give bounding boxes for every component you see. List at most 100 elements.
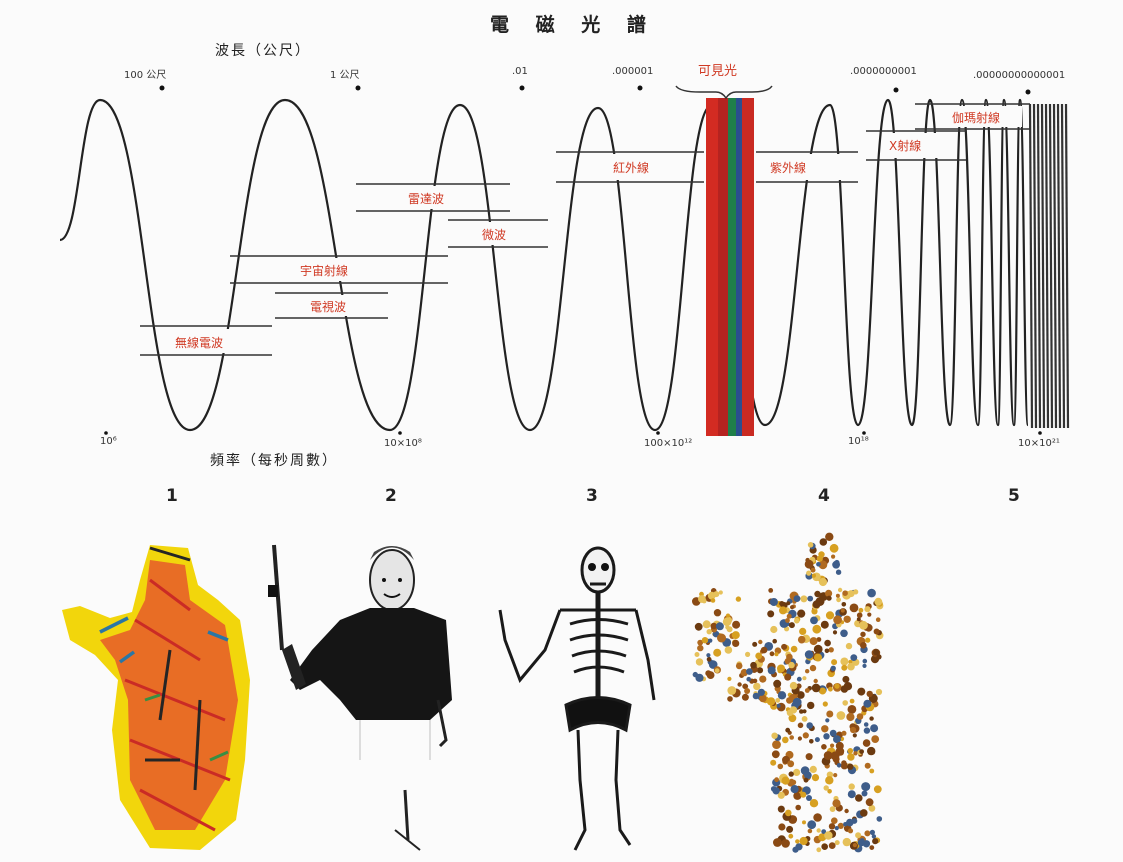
- uv-dot: [812, 684, 821, 693]
- uv-dot: [853, 733, 857, 737]
- uv-dot: [821, 744, 827, 750]
- uv-dot: [727, 686, 736, 695]
- panel-number-1: 1: [166, 486, 178, 506]
- uv-dot: [713, 649, 721, 657]
- visible-stripe: [742, 98, 754, 436]
- uv-dot: [753, 693, 760, 700]
- uv-dot: [797, 677, 802, 682]
- uv-dot: [807, 702, 814, 709]
- uv-dot: [696, 658, 703, 665]
- uv-dot: [848, 790, 856, 798]
- visible-stripe: [736, 98, 742, 436]
- uv-dot: [777, 665, 785, 673]
- uv-dot: [853, 843, 857, 847]
- uv-dot: [860, 632, 865, 637]
- uv-dot: [847, 663, 855, 671]
- uv-dot: [842, 676, 849, 683]
- uv-dot: [802, 716, 808, 722]
- uv-dot: [864, 606, 870, 612]
- panel-number-4: 4: [818, 486, 830, 506]
- uv-dot: [778, 823, 785, 830]
- uv-dot: [848, 828, 853, 833]
- uv-dot: [827, 596, 832, 601]
- uv-dot: [725, 646, 733, 654]
- uv-dot: [772, 750, 780, 758]
- gamma-stripe: [1050, 104, 1052, 428]
- uv-dot: [873, 649, 879, 655]
- uv-dot: [824, 640, 831, 647]
- uv-dot: [716, 622, 724, 630]
- uv-dot: [773, 838, 782, 847]
- uv-dot: [850, 604, 859, 613]
- uv-dot: [759, 695, 767, 703]
- uv-dot: [870, 724, 878, 732]
- uv-dot: [772, 639, 777, 644]
- panel-number-5: 5: [1008, 486, 1020, 506]
- uv-dot: [821, 621, 829, 629]
- uv-dot: [711, 598, 716, 603]
- uv-dot: [830, 744, 834, 748]
- visible-brace: [676, 86, 772, 98]
- uv-dot: [727, 677, 731, 681]
- uv-dot: [828, 687, 833, 692]
- uv-dot: [753, 679, 758, 684]
- uv-dot: [834, 684, 839, 689]
- band-label-microwave: 微波: [482, 228, 506, 242]
- panel-number-2: 2: [385, 486, 397, 506]
- uv-dot: [813, 600, 821, 608]
- uv-dot: [830, 806, 836, 812]
- uv-dot: [824, 751, 833, 760]
- uv-dot: [815, 737, 820, 742]
- uv-dot: [810, 665, 816, 671]
- uv-dot: [807, 596, 813, 602]
- uv-dot: [825, 776, 833, 784]
- uv-dot: [719, 590, 723, 594]
- uv-dot: [835, 840, 840, 845]
- uv-dot: [750, 662, 757, 669]
- uv-dot: [789, 735, 794, 740]
- uv-dot: [714, 609, 721, 616]
- uv-dot: [761, 647, 768, 654]
- gamma-stripe: [1046, 104, 1048, 428]
- uv-dot: [770, 598, 778, 606]
- uv-dot: [874, 598, 882, 606]
- uv-dot: [810, 766, 817, 773]
- uv-dot: [848, 748, 854, 754]
- uv-dot: [857, 713, 864, 720]
- uv-dot: [867, 691, 873, 697]
- uv-dot: [825, 649, 830, 654]
- uv-dot: [840, 658, 848, 666]
- uv-dot: [707, 629, 712, 634]
- uv-dot: [859, 608, 864, 613]
- uv-dot: [805, 688, 810, 693]
- band-label-infrared: 紅外線: [613, 160, 649, 175]
- uv-dot: [789, 622, 795, 628]
- uv-dot: [807, 820, 816, 829]
- uv-dot: [786, 654, 793, 661]
- gamma-stripe: [1062, 104, 1064, 428]
- uv-dot: [812, 574, 816, 578]
- uv-dot: [775, 698, 780, 703]
- uv-dot: [821, 725, 828, 732]
- uv-dot: [753, 683, 760, 690]
- uv-dot: [713, 591, 719, 597]
- uv-dot: [770, 651, 775, 656]
- uv-dot: [703, 620, 711, 628]
- uv-dot: [863, 840, 870, 847]
- uv-dot: [787, 614, 792, 619]
- uv-dot: [798, 636, 806, 644]
- visible-stripe: [728, 98, 736, 436]
- uv-dot: [848, 705, 857, 714]
- uv-dot: [861, 782, 870, 791]
- uv-dot: [785, 810, 792, 817]
- figure-uv-dotted: [692, 533, 884, 853]
- uv-dot: [794, 618, 800, 624]
- dense-wave-block: [1030, 104, 1068, 428]
- uv-dot: [806, 722, 813, 729]
- uv-dot: [826, 711, 833, 718]
- uv-dot: [836, 594, 840, 598]
- uv-dot: [809, 739, 814, 744]
- frequency-dots: [104, 431, 1042, 435]
- uv-dot: [812, 625, 821, 634]
